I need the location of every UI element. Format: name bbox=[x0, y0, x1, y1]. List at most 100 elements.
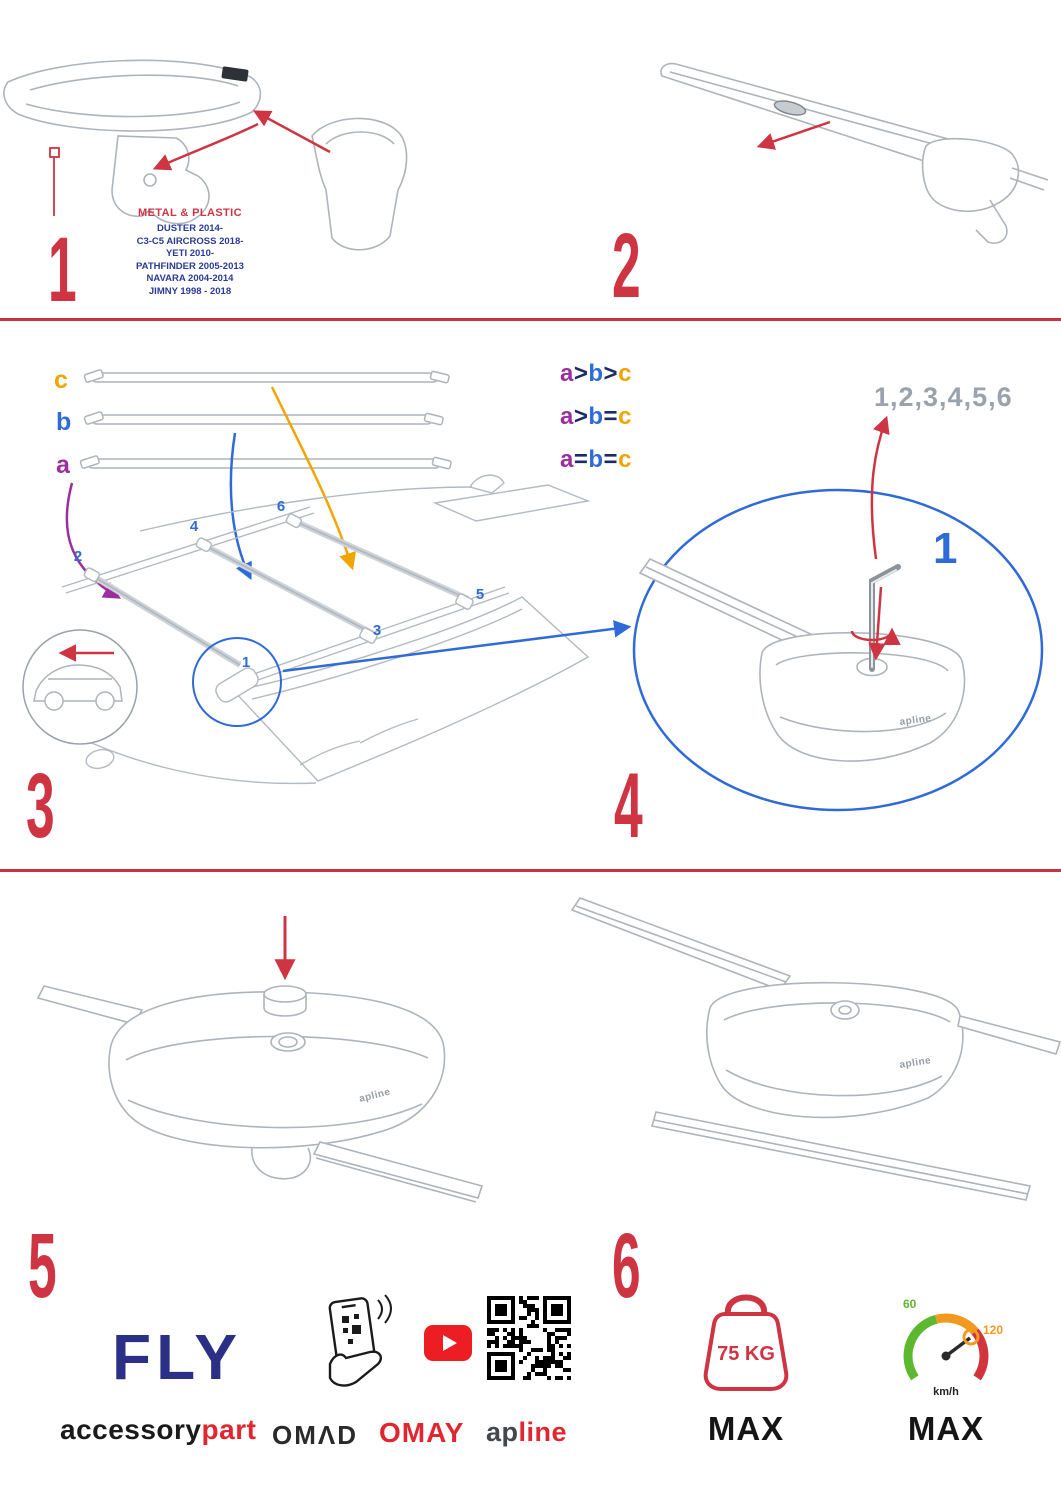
loose-bar-c bbox=[83, 369, 450, 384]
t-slot-opening bbox=[773, 100, 807, 116]
zoom-circle bbox=[632, 488, 1044, 812]
knob-cap bbox=[263, 985, 307, 1017]
youtube-icon bbox=[424, 1325, 472, 1361]
model-item: YETI 2010- bbox=[165, 248, 215, 259]
formula-row-1: a>b>c bbox=[560, 360, 632, 388]
tightening-sequence: 1,2,3,4,5,6 bbox=[874, 382, 1013, 412]
bar-end-profile bbox=[3, 59, 262, 132]
section-divider-top bbox=[0, 318, 1061, 321]
brand-apline: apline bbox=[486, 1417, 567, 1448]
step-number-1: 1 bbox=[48, 219, 77, 321]
formula-term: c bbox=[618, 360, 632, 387]
car-orientation-inset bbox=[22, 629, 138, 745]
formula-term: b bbox=[588, 360, 604, 387]
rubber-pad-piece bbox=[311, 117, 408, 251]
model-item: NAVARA 2004-2014 bbox=[146, 273, 234, 284]
guide-arrow-b bbox=[229, 432, 252, 581]
model-item: PATHFINDER 2005-2013 bbox=[136, 260, 244, 272]
model-item: DUSTER 2014- bbox=[157, 223, 223, 234]
brand-apline-ap: ap bbox=[486, 1417, 519, 1447]
brand-omad: OMΛD bbox=[272, 1420, 358, 1450]
step2-foot bbox=[921, 137, 1049, 244]
formula-term: a bbox=[560, 360, 574, 387]
position-number-1: 1 bbox=[242, 654, 250, 671]
step1-clamp-diagram bbox=[3, 59, 408, 251]
brand-apline-line: line bbox=[518, 1417, 568, 1447]
zoom-callout-number: 1 bbox=[933, 524, 958, 573]
bar-label-b: b bbox=[56, 408, 72, 436]
step-number-4: 4 bbox=[614, 755, 643, 857]
position-number-5: 5 bbox=[476, 586, 484, 603]
step-number-2: 2 bbox=[612, 215, 641, 317]
formula-row-3: a=b=c bbox=[560, 446, 632, 474]
step1-red-arrows bbox=[49, 110, 331, 216]
bar-label-c: c bbox=[54, 366, 68, 394]
weight-icon: 75 KG bbox=[703, 1294, 789, 1391]
loose-bar-a bbox=[79, 455, 452, 470]
formula-term: c bbox=[618, 446, 632, 473]
formula-row-2: a>b=c bbox=[560, 403, 632, 431]
formula-op: = bbox=[603, 446, 619, 473]
step5-cap-diagram: apline bbox=[36, 916, 484, 1203]
zoom-foot-detail bbox=[638, 557, 966, 762]
step3-roof-diagram: 1 2 3 4 5 6 bbox=[22, 369, 1044, 812]
step-number-3: 3 bbox=[26, 755, 55, 857]
front-foot bbox=[215, 667, 259, 703]
position-number-3: 3 bbox=[373, 622, 381, 639]
step2-red-arrow bbox=[756, 120, 831, 150]
formula-term: c bbox=[618, 403, 632, 430]
formula-term: b bbox=[588, 403, 604, 430]
formula-term: a bbox=[560, 446, 574, 473]
speedometer-icon: 60 120 km/h bbox=[903, 1297, 1003, 1398]
step-number-6: 6 bbox=[612, 1215, 641, 1317]
foot-brand-text: apline bbox=[899, 1055, 932, 1071]
step-number-5: 5 bbox=[28, 1215, 57, 1317]
brand-accessory-part1: accessory bbox=[60, 1414, 202, 1445]
formula-op: = bbox=[573, 446, 589, 473]
clamp-arm bbox=[111, 135, 210, 225]
brand-omay: OMAY bbox=[379, 1417, 465, 1448]
rotate-arrow bbox=[850, 627, 901, 646]
zoom-connector-arrow bbox=[282, 620, 632, 673]
section-divider-bottom bbox=[0, 869, 1061, 872]
bar-label-a: a bbox=[56, 451, 70, 479]
qr-code bbox=[487, 1296, 571, 1380]
formula-op: = bbox=[603, 403, 619, 430]
formula-op: > bbox=[573, 360, 589, 387]
compatible-models-list: DUSTER 2014- C3-C5 AIRCROSS 2018- YETI 2… bbox=[88, 223, 292, 298]
position-number-2: 2 bbox=[74, 548, 82, 565]
foot-brand-text: apline bbox=[899, 713, 932, 728]
loose-bar-b bbox=[83, 411, 444, 426]
model-item: JIMNY 1998 - 2018 bbox=[148, 285, 232, 297]
formula-term: b bbox=[588, 446, 604, 473]
step2-bar-diagram bbox=[660, 62, 1049, 244]
apline-badge bbox=[221, 66, 249, 82]
qr-finder-patterns bbox=[487, 1296, 571, 1380]
position-number-4: 4 bbox=[190, 518, 199, 535]
hand-phone-icon bbox=[328, 1294, 392, 1387]
position-number-6: 6 bbox=[277, 498, 285, 515]
insert-arrow bbox=[868, 586, 886, 661]
step5-foot-body bbox=[36, 985, 484, 1203]
mounted-crossbars bbox=[83, 513, 474, 668]
step6-foot-body bbox=[570, 897, 1061, 1201]
weight-max-label: MAX bbox=[707, 1410, 785, 1447]
step6-assembled-diagram: apline bbox=[570, 897, 1061, 1201]
formula-op: > bbox=[573, 403, 589, 430]
model-item: C3-C5 AIRCROSS 2018- bbox=[136, 235, 244, 247]
brand-accessorypart: accessorypart bbox=[60, 1414, 256, 1446]
formula-term: a bbox=[560, 403, 574, 430]
position1-circle bbox=[192, 637, 282, 727]
weight-value: 75 KG bbox=[717, 1343, 775, 1365]
sequence-arrow bbox=[870, 415, 890, 560]
brand-accessory-part2: part bbox=[201, 1414, 257, 1445]
car-roof-sketch bbox=[57, 474, 591, 785]
guide-arrow-a bbox=[65, 482, 122, 599]
speed-low-label: 60 bbox=[903, 1297, 917, 1311]
hand-shape bbox=[328, 1350, 382, 1387]
brand-fly: FLY bbox=[112, 1321, 242, 1393]
speed-unit-label: km/h bbox=[933, 1386, 959, 1398]
speed-max-label: MAX bbox=[907, 1410, 985, 1447]
material-label: METAL & PLASTIC bbox=[138, 207, 242, 219]
